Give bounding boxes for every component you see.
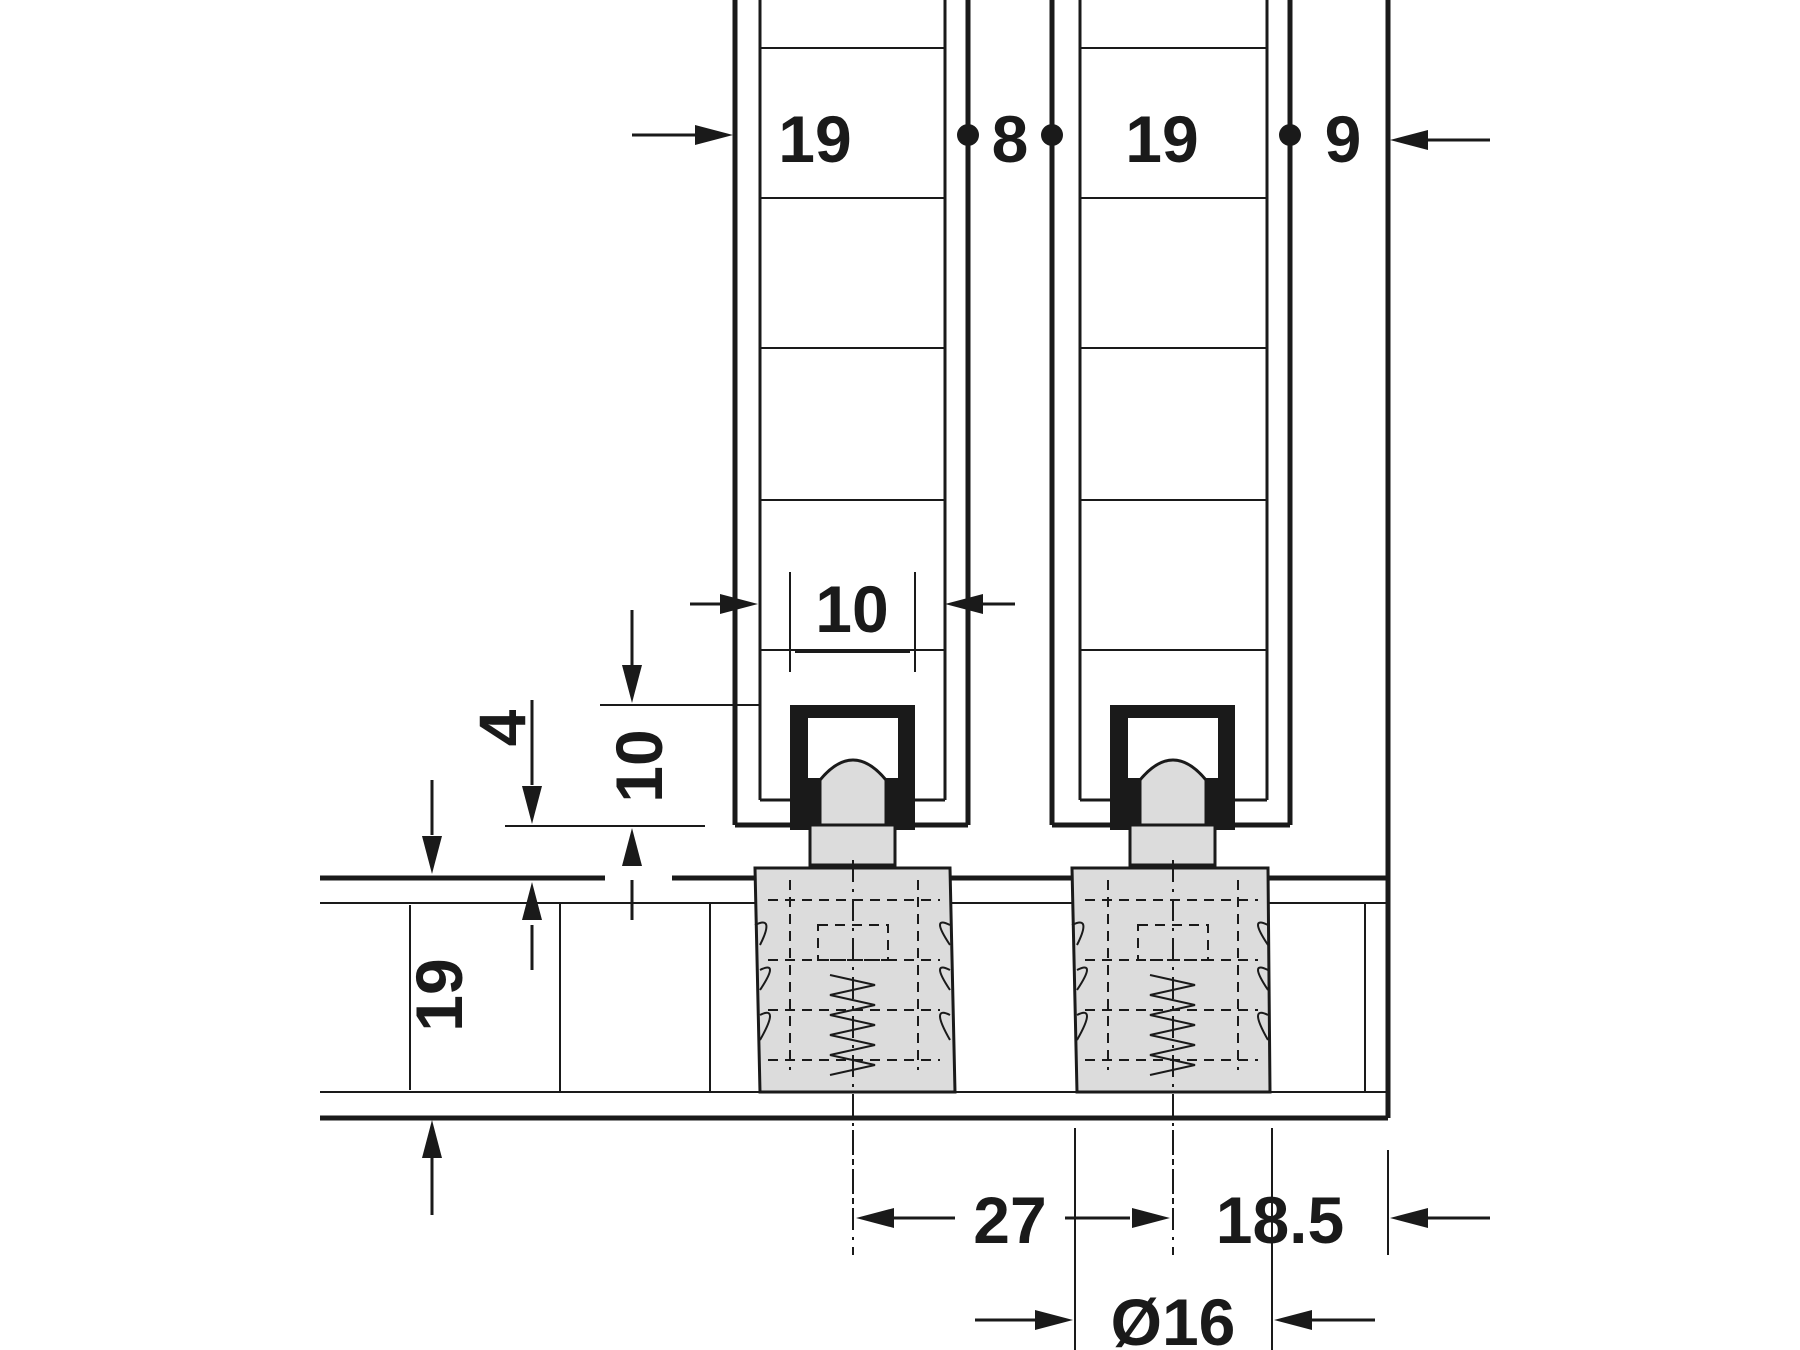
dimension-dot	[1279, 124, 1301, 146]
dim-panel-thickness: 19	[402, 958, 476, 1031]
top-dimension-chain: 19 8 19 9	[632, 102, 1490, 176]
panel-thickness-dimension: 19	[402, 780, 542, 1215]
dim-inner-width: 10	[815, 572, 888, 646]
dim-right-offset: 9	[1325, 102, 1362, 176]
dim-vertical-10: 10	[602, 729, 676, 802]
dimension-dot	[1041, 124, 1063, 146]
dimension-dot	[957, 124, 979, 146]
dim-top-left-width: 19	[778, 102, 851, 176]
runner-fitting-left	[753, 705, 957, 1220]
vertical-dimensions-upper: 4 10	[465, 610, 760, 920]
bottom-dimensions: 27 18.5 Ø16	[852, 1128, 1490, 1350]
dim-gap-between: 8	[992, 102, 1029, 176]
dim-vertical-4: 4	[465, 709, 539, 746]
runner-fitting-right	[1070, 705, 1272, 1220]
dim-top-right-width: 19	[1125, 102, 1198, 176]
dim-diameter: Ø16	[1111, 1285, 1236, 1350]
inner-width-dimension: 10	[690, 572, 1015, 700]
dim-center-distance: 27	[973, 1183, 1046, 1257]
dim-edge-distance: 18.5	[1216, 1183, 1344, 1257]
